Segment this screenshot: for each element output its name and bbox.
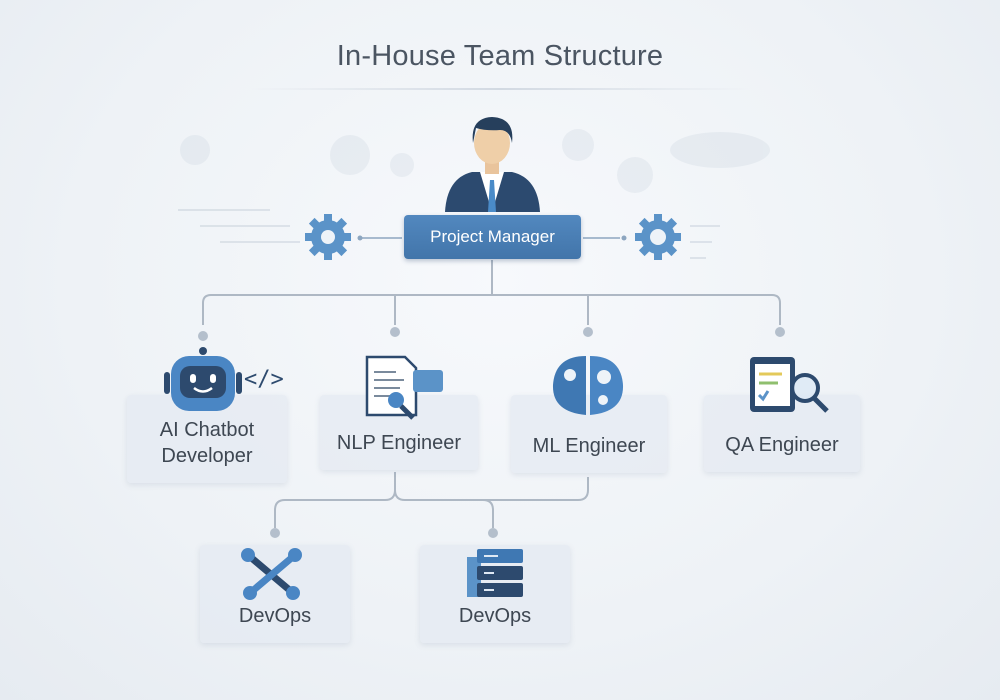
role-card-nlp-engineer: NLP Engineer bbox=[320, 395, 478, 470]
role-label: ML Engineer bbox=[532, 435, 646, 457]
role-label-line1: AI Chatbot bbox=[159, 419, 255, 441]
background-gears-icon bbox=[180, 129, 770, 193]
project-manager-node: Project Manager bbox=[404, 215, 581, 259]
page-title: In-House Team Structure bbox=[336, 40, 664, 72]
role-card-qa-engineer: QA Engineer bbox=[704, 395, 860, 472]
role-label: QA Engineer bbox=[725, 434, 839, 456]
person-icon bbox=[445, 117, 540, 212]
role-card-devops-1: DevOps bbox=[200, 545, 350, 643]
project-manager-label: Project Manager bbox=[430, 227, 555, 246]
role-label-line2: Developer bbox=[161, 445, 253, 467]
title-divider bbox=[250, 88, 750, 90]
gear-icon-right bbox=[635, 214, 681, 260]
role-label: NLP Engineer bbox=[336, 432, 462, 454]
gear-icon-left bbox=[305, 214, 351, 260]
role-label: DevOps bbox=[458, 605, 532, 627]
role-label: DevOps bbox=[238, 605, 312, 627]
role-card-devops-2: DevOps bbox=[420, 545, 570, 643]
role-card-ml-engineer: ML Engineer bbox=[511, 395, 667, 473]
